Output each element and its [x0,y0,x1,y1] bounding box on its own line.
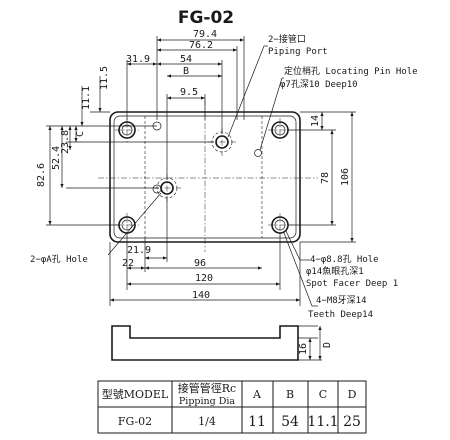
table-cell-model: FG-02 [118,415,152,428]
locating-pin-label: 定位梢孔 Locating Pin Hole [284,65,418,77]
dimensions-top: 79.4 76.2 54 B 31.9 9.5 [126,29,245,180]
table-header-c: C [319,388,327,401]
table-header-model: 型號MODEL [102,387,169,401]
table-cell-d: 25 [343,414,361,430]
table-cell-c: 11.1 [307,414,338,430]
dim-106: 106 [340,168,351,186]
dim-21-9: 21.9 [127,245,151,256]
spec-table: 型號MODEL 接管管徑Rc Pipping Dia A B C D FG-02… [97,380,367,434]
dim-d: D [322,342,333,348]
dimensions-left: 11.5 11.1 C 23.8 52.4 82.6 [36,66,214,226]
m8-thread-label: 4−M8牙深14 [316,295,367,306]
dim-78: 78 [320,172,331,184]
hole-8-8-label: 4−φ8.8孔 Hole [310,254,379,265]
dim-16: 16 [298,343,309,355]
table-header-a: A [252,388,262,401]
locating-pin-hole [254,149,262,157]
piping-port-label-zh: 2−接管口 [268,33,306,45]
dim-b: B [183,66,189,77]
dimensions-right: 14 78 106 [288,111,356,243]
table-header-pipe-en: Pipping Dia [179,396,236,407]
table-cell-b: 54 [281,414,299,430]
dim-c: C [75,131,86,137]
dim-79-4: 79.4 [193,29,217,40]
teeth-depth-label: Teeth Deep14 [308,310,373,320]
dim-140: 140 [192,290,210,301]
locating-pin-depth: φ7孔深10 Deep10 [280,79,358,90]
dim-31-9: 31.9 [126,54,150,65]
dim-54: 54 [180,54,192,65]
annotations: 2−接管口 Piping Port 定位梢孔 Locating Pin Hole… [30,33,418,320]
plan-view [98,100,318,252]
dim-82-6: 82.6 [36,163,47,187]
dim-52-4: 52.4 [51,146,62,170]
dim-76-2: 76.2 [189,40,213,51]
table-header-pipe-zh: 接管管徑Rc [178,381,236,395]
dim-120: 120 [195,273,213,284]
dim-11-1: 11.1 [81,86,92,110]
piping-port-label-en: Piping Port [268,47,328,57]
table-header-b: B [286,388,294,401]
table-header-d: D [348,388,357,401]
dim-11-5: 11.5 [99,66,110,90]
table-cell-pipe: 1/4 [198,415,216,428]
phi-a-hole-label: 2−φA孔 Hole [30,254,88,265]
dim-96: 96 [194,258,206,269]
dim-22: 22 [122,258,134,269]
side-view: 16 D [111,325,333,361]
dim-14: 14 [310,115,321,127]
dimensions-bottom: 21.9 22 96 120 140 [109,196,301,306]
drawing-title: FG-02 [178,8,234,28]
spot-facer-label-en: Spot Facer Deep 1 [306,279,398,289]
dim-23-8: 23.8 [60,130,71,154]
table-cell-a: 11 [248,414,266,430]
dim-9-5: 9.5 [180,87,198,98]
spot-facer-label-zh: φ14魚眼孔深1 [306,265,364,277]
mounting-hole [115,118,139,142]
